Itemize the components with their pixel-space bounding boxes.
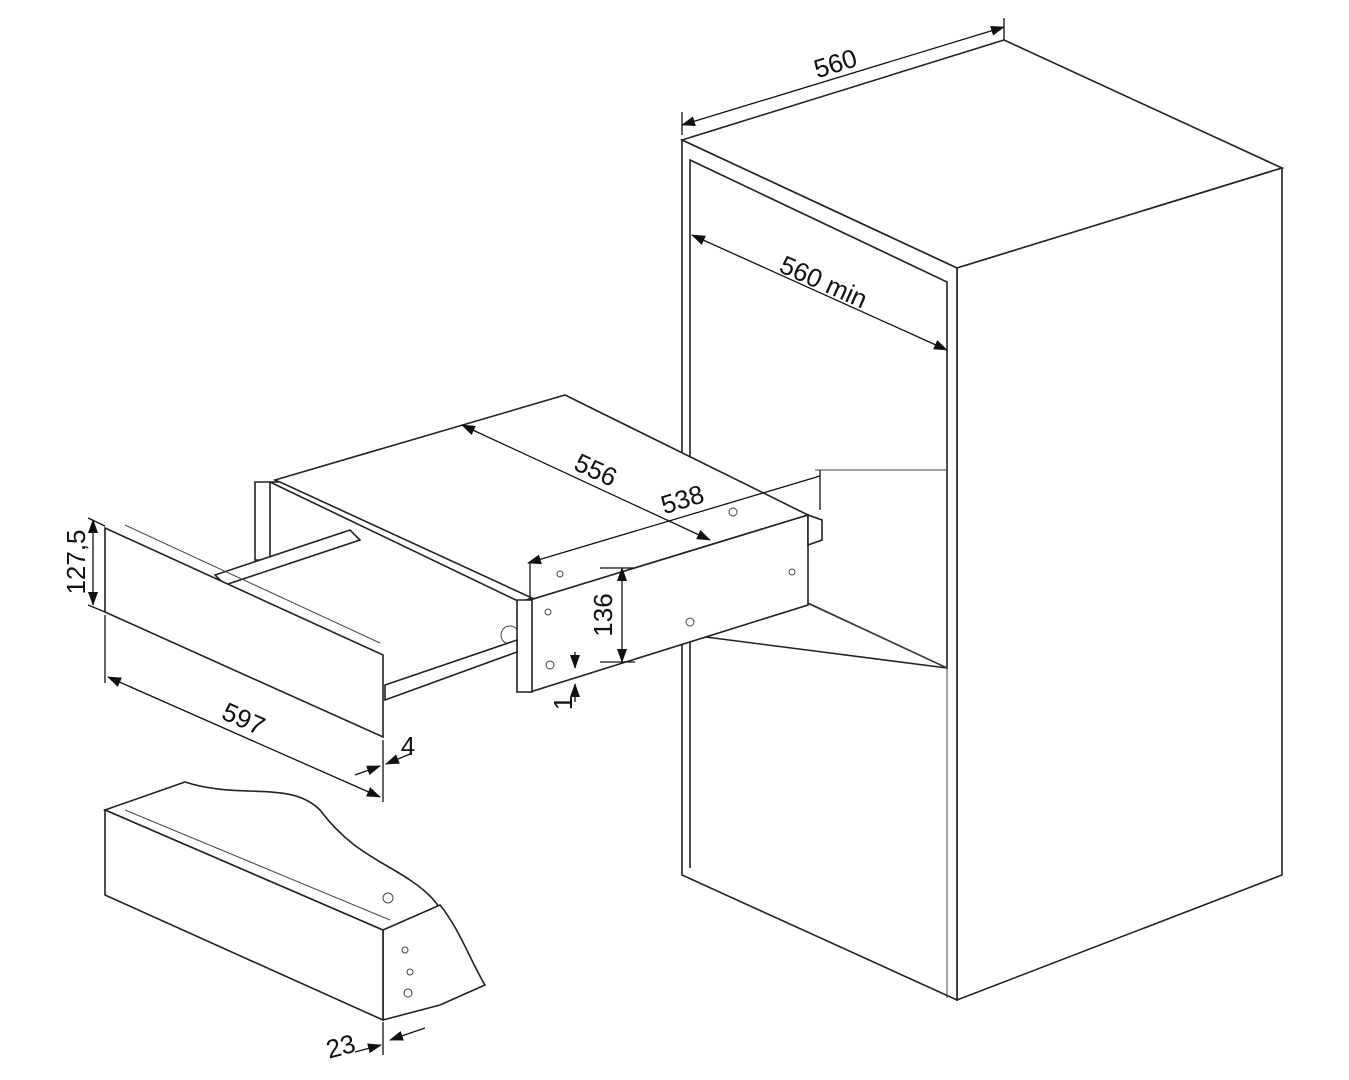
dim-body-height: 136: [588, 593, 618, 636]
detail-side: [382, 904, 487, 1022]
mounting-bracket: [807, 513, 823, 547]
frame-post-right: [516, 599, 533, 693]
frame-bottom-rail: [384, 638, 518, 702]
detail-drawer: [102, 781, 487, 1022]
opening-sill: [689, 634, 948, 669]
dim-front-height: 127,5: [61, 529, 91, 594]
dim-bottom-gap: 1: [548, 696, 578, 710]
shelf-line: [799, 599, 948, 669]
dim-front-width: 597: [218, 696, 270, 741]
dim-cabinet-width: 560: [810, 43, 860, 84]
dim-front-gap: 4: [401, 731, 415, 761]
cabinet: [679, 39, 1285, 1002]
dimension-lines: [87, 18, 1005, 1055]
frame-post-left: [254, 481, 271, 561]
cabinet-side: [956, 166, 1283, 1002]
dim-front-thickness: 23: [323, 1028, 359, 1064]
detail-front: [104, 808, 384, 1022]
frame-top-rail: [269, 481, 535, 603]
